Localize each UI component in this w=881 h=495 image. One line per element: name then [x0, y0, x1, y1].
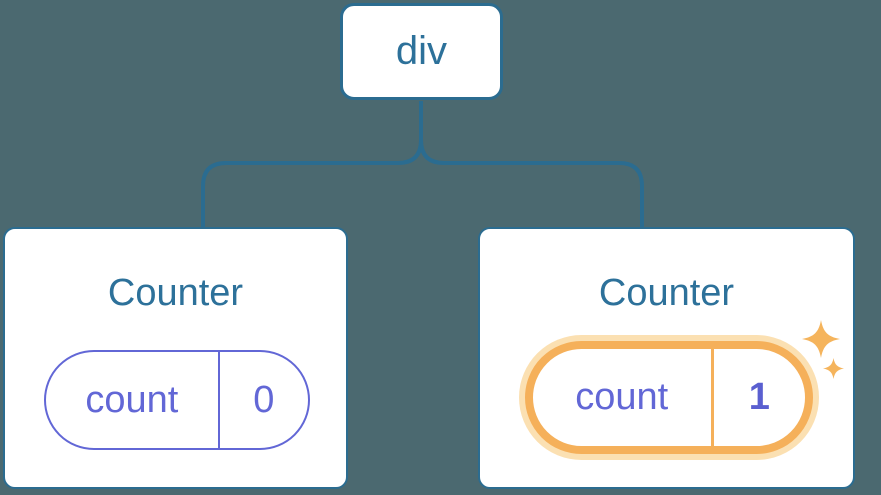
- tree-node-counter-second: Counter count 1: [478, 227, 855, 489]
- state-value: 1: [748, 376, 770, 418]
- tree-node-div: div: [340, 3, 503, 100]
- component-title: Counter: [107, 272, 244, 314]
- connector-left-branch: [201, 101, 423, 229]
- state-value: 0: [253, 378, 275, 421]
- state-pill-highlighted: count 1: [525, 341, 813, 454]
- tree-node-counter-first: Counter count 0: [3, 227, 348, 489]
- state-pill: count 0: [44, 350, 310, 450]
- state-pill-highlight-glow: count 1: [519, 335, 819, 460]
- state-key-label: count: [46, 352, 220, 448]
- connector-right-branch: [419, 101, 644, 229]
- component-title: Counter: [598, 272, 735, 314]
- sparkle-icon: [802, 320, 840, 358]
- state-key-label: count: [533, 349, 714, 446]
- sparkle-icon: [823, 358, 844, 379]
- root-node-label: div: [395, 29, 448, 73]
